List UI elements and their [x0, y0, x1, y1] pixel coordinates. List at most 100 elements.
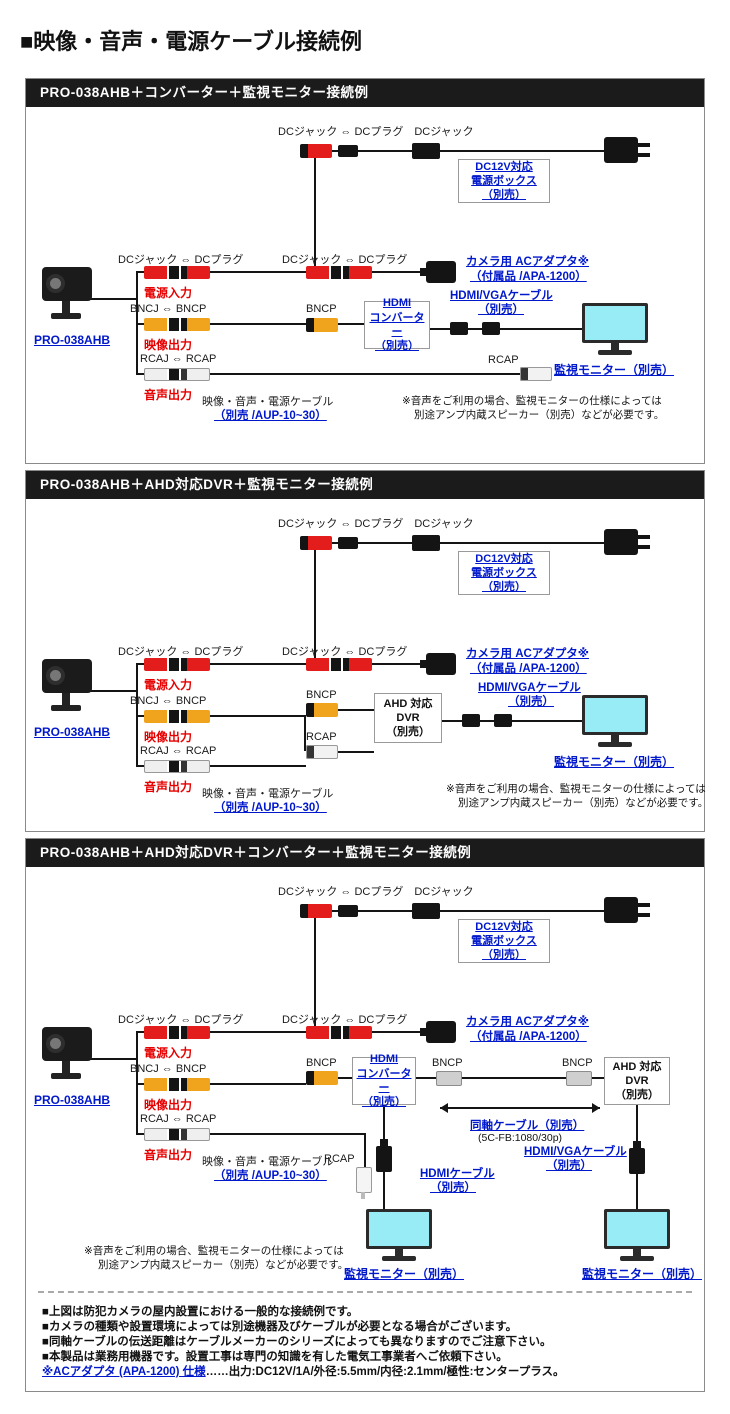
audio-note: 別途アンプ内蔵スピーカー（別売）などが必要です。 — [98, 1259, 349, 1271]
camera-model-link[interactable]: PRO-038AHB — [34, 725, 111, 739]
ac-adapter-plug — [420, 261, 456, 283]
dc-pair-label: DCジャック ⇔ DCプラグ — [282, 254, 408, 266]
audio-output-label: 音声出力 — [144, 780, 193, 794]
cable-wire — [430, 328, 582, 330]
camera-body — [42, 267, 92, 301]
ac-adapter-plug — [420, 653, 456, 675]
ac-adapter-link[interactable]: （付属品 /APA-1200） — [470, 1031, 587, 1043]
monitor-screen — [604, 1209, 670, 1249]
hdmi-vga-cable-link[interactable]: （別売） — [546, 1160, 592, 1172]
ac-adapter-link[interactable]: （付属品 /APA-1200） — [470, 663, 587, 675]
power-box-label[interactable]: （別売） — [482, 189, 526, 202]
av-cable-link[interactable]: （別売 /AUP-10~30） — [214, 802, 327, 814]
ac-wall-plug — [604, 137, 650, 163]
hdmi-converter-box: HDMI コンバーター （別売） — [364, 297, 430, 352]
camera-body — [42, 659, 92, 693]
audio-note: ※音声をご利用の場合、監視モニターの仕様によっては — [402, 395, 662, 407]
monitor-stand — [611, 735, 619, 742]
ac-adapter-link[interactable]: カメラ用 ACアダプタ※ — [466, 1016, 589, 1028]
hdmi-converter-label[interactable]: （別売） — [375, 340, 419, 353]
dc-jack-red — [300, 536, 332, 550]
ac-adapter-spec-link[interactable]: ※ACアダプタ (APA-1200) 仕様 — [42, 1366, 206, 1378]
power-box-label[interactable]: DC12V対応 — [475, 160, 533, 173]
power-box-label[interactable]: 電源ボックス — [471, 934, 537, 947]
monitor-link[interactable]: 監視モニター（別売） — [582, 1267, 703, 1281]
cable-wire — [306, 751, 374, 753]
hdmi-converter-label[interactable]: コンバーター — [356, 1067, 412, 1094]
cable-wire — [136, 271, 306, 273]
hdmi-vga-cable-link[interactable]: （別売） — [478, 304, 524, 316]
section-dvr-example: PRO-038AHB＋AHD対応DVR＋監視モニター接続例 DCジャック ⇔ D… — [25, 470, 709, 832]
ac-wall-plug — [604, 529, 650, 555]
hdmi-connector — [482, 322, 500, 335]
monitor-link[interactable]: 監視モニター（別売） — [554, 755, 675, 769]
power-box-label[interactable]: DC12V対応 — [475, 552, 533, 565]
hdmi-connector — [494, 714, 512, 727]
hdmi-cable-link[interactable]: HDMIケーブル — [420, 1168, 495, 1180]
cable-wire — [636, 1105, 638, 1141]
section-3-header: PRO-038AHB＋AHD対応DVR＋コンバーター＋監視モニター接続例 — [26, 839, 704, 867]
coax-cable-link[interactable]: 同軸ケーブル（別売） — [470, 1120, 585, 1132]
bncp-label: BNCP — [306, 689, 337, 701]
footer-note: ■カメラの種類や設置環境によっては別途機器及びケーブルが必要となる場合がございま… — [42, 1321, 518, 1333]
power-box-label[interactable]: 電源ボックス — [471, 174, 537, 187]
cable-wire — [364, 1133, 366, 1167]
cable-wire — [136, 1031, 306, 1033]
monitor-stand — [633, 1249, 641, 1256]
section-3-diagram: DCジャック ⇔ DCプラグ DCジャック DC12V対応 電源ボックス （別売… — [26, 867, 704, 1391]
hdmi-converter-label[interactable]: コンバーター — [369, 311, 425, 338]
dc-jack-black — [412, 143, 440, 159]
power-box-label[interactable]: （別売） — [482, 949, 526, 962]
dc-plug-black — [338, 145, 358, 157]
hdmi-converter-label[interactable]: HDMI — [382, 297, 412, 310]
av-cable-link[interactable]: （別売 /AUP-10~30） — [214, 410, 327, 422]
hdmi-converter-label[interactable]: HDMI — [369, 1053, 399, 1066]
monitor — [582, 695, 648, 749]
hdmi-cable-link[interactable]: （別売） — [430, 1182, 476, 1194]
ac-adapter-link[interactable]: カメラ用 ACアダプタ※ — [466, 648, 589, 660]
monitor — [582, 303, 648, 357]
ac-adapter-link[interactable]: （付属品 /APA-1200） — [470, 271, 587, 283]
power-box-label[interactable]: （別売） — [482, 581, 526, 594]
monitor-link[interactable]: 監視モニター（別売） — [344, 1267, 465, 1281]
monitor-screen — [582, 303, 648, 343]
audio-note: ※音声をご利用の場合、監視モニターの仕様によっては — [84, 1245, 344, 1257]
dc-connector-pair — [306, 658, 372, 671]
hdmi-vga-cable-link[interactable]: （別売） — [508, 696, 554, 708]
hdmi-connector — [629, 1141, 645, 1174]
dc-chain-label: DCジャック ⇔ DCプラグ DCジャック — [278, 886, 474, 898]
hdmi-converter-label[interactable]: （別売） — [362, 1096, 406, 1109]
coax-length-arrow — [440, 1103, 600, 1113]
cable-wire — [136, 1083, 306, 1085]
monitor-link[interactable]: 監視モニター（別売） — [554, 363, 675, 377]
audio-note: 別途アンプ内蔵スピーカー（別売）などが必要です。 — [458, 797, 709, 809]
power-box: DC12V対応 電源ボックス （別売） — [458, 551, 550, 595]
hdmi-vga-cable-link[interactable]: HDMI/VGAケーブル — [478, 682, 581, 694]
hdmi-vga-cable-link[interactable]: HDMI/VGAケーブル — [450, 290, 553, 302]
cable-wire — [136, 1133, 366, 1135]
hdmi-converter-box: HDMI コンバーター （別売） — [352, 1053, 416, 1108]
hdmi-vga-cable-link[interactable]: HDMI/VGAケーブル — [524, 1146, 627, 1158]
coax-cable-wire — [462, 1077, 566, 1079]
audio-note: 別途アンプ内蔵スピーカー（別売）などが必要です。 — [414, 409, 665, 421]
rcap-label: RCAP — [306, 731, 337, 743]
audio-note: ※音声をご利用の場合、監視モニターの仕様によっては — [446, 783, 706, 795]
footer-note: ■上図は防犯カメラの屋内設置における一般的な接続例です。 — [42, 1306, 359, 1318]
power-box: DC12V対応 電源ボックス （別売） — [458, 159, 550, 203]
dc-connector-pair — [306, 1026, 372, 1039]
cable-wire — [592, 1077, 604, 1079]
camera-base — [51, 1073, 81, 1079]
av-cable-link[interactable]: （別売 /AUP-10~30） — [214, 1170, 327, 1182]
power-box-label[interactable]: DC12V対応 — [475, 920, 533, 933]
ac-adapter-link[interactable]: カメラ用 ACアダプタ※ — [466, 256, 589, 268]
dc-connector-pair — [144, 1026, 210, 1039]
bnc-connector-pair — [144, 710, 210, 723]
camera-model-link[interactable]: PRO-038AHB — [34, 333, 111, 347]
cable-wire — [136, 765, 306, 767]
camera-model-link[interactable]: PRO-038AHB — [34, 1093, 111, 1107]
bnc-plug-yellow — [306, 1071, 338, 1085]
cable-wire — [304, 715, 306, 751]
cable-wire — [88, 690, 138, 692]
power-box-label[interactable]: 電源ボックス — [471, 566, 537, 579]
monitor-base — [598, 742, 632, 747]
